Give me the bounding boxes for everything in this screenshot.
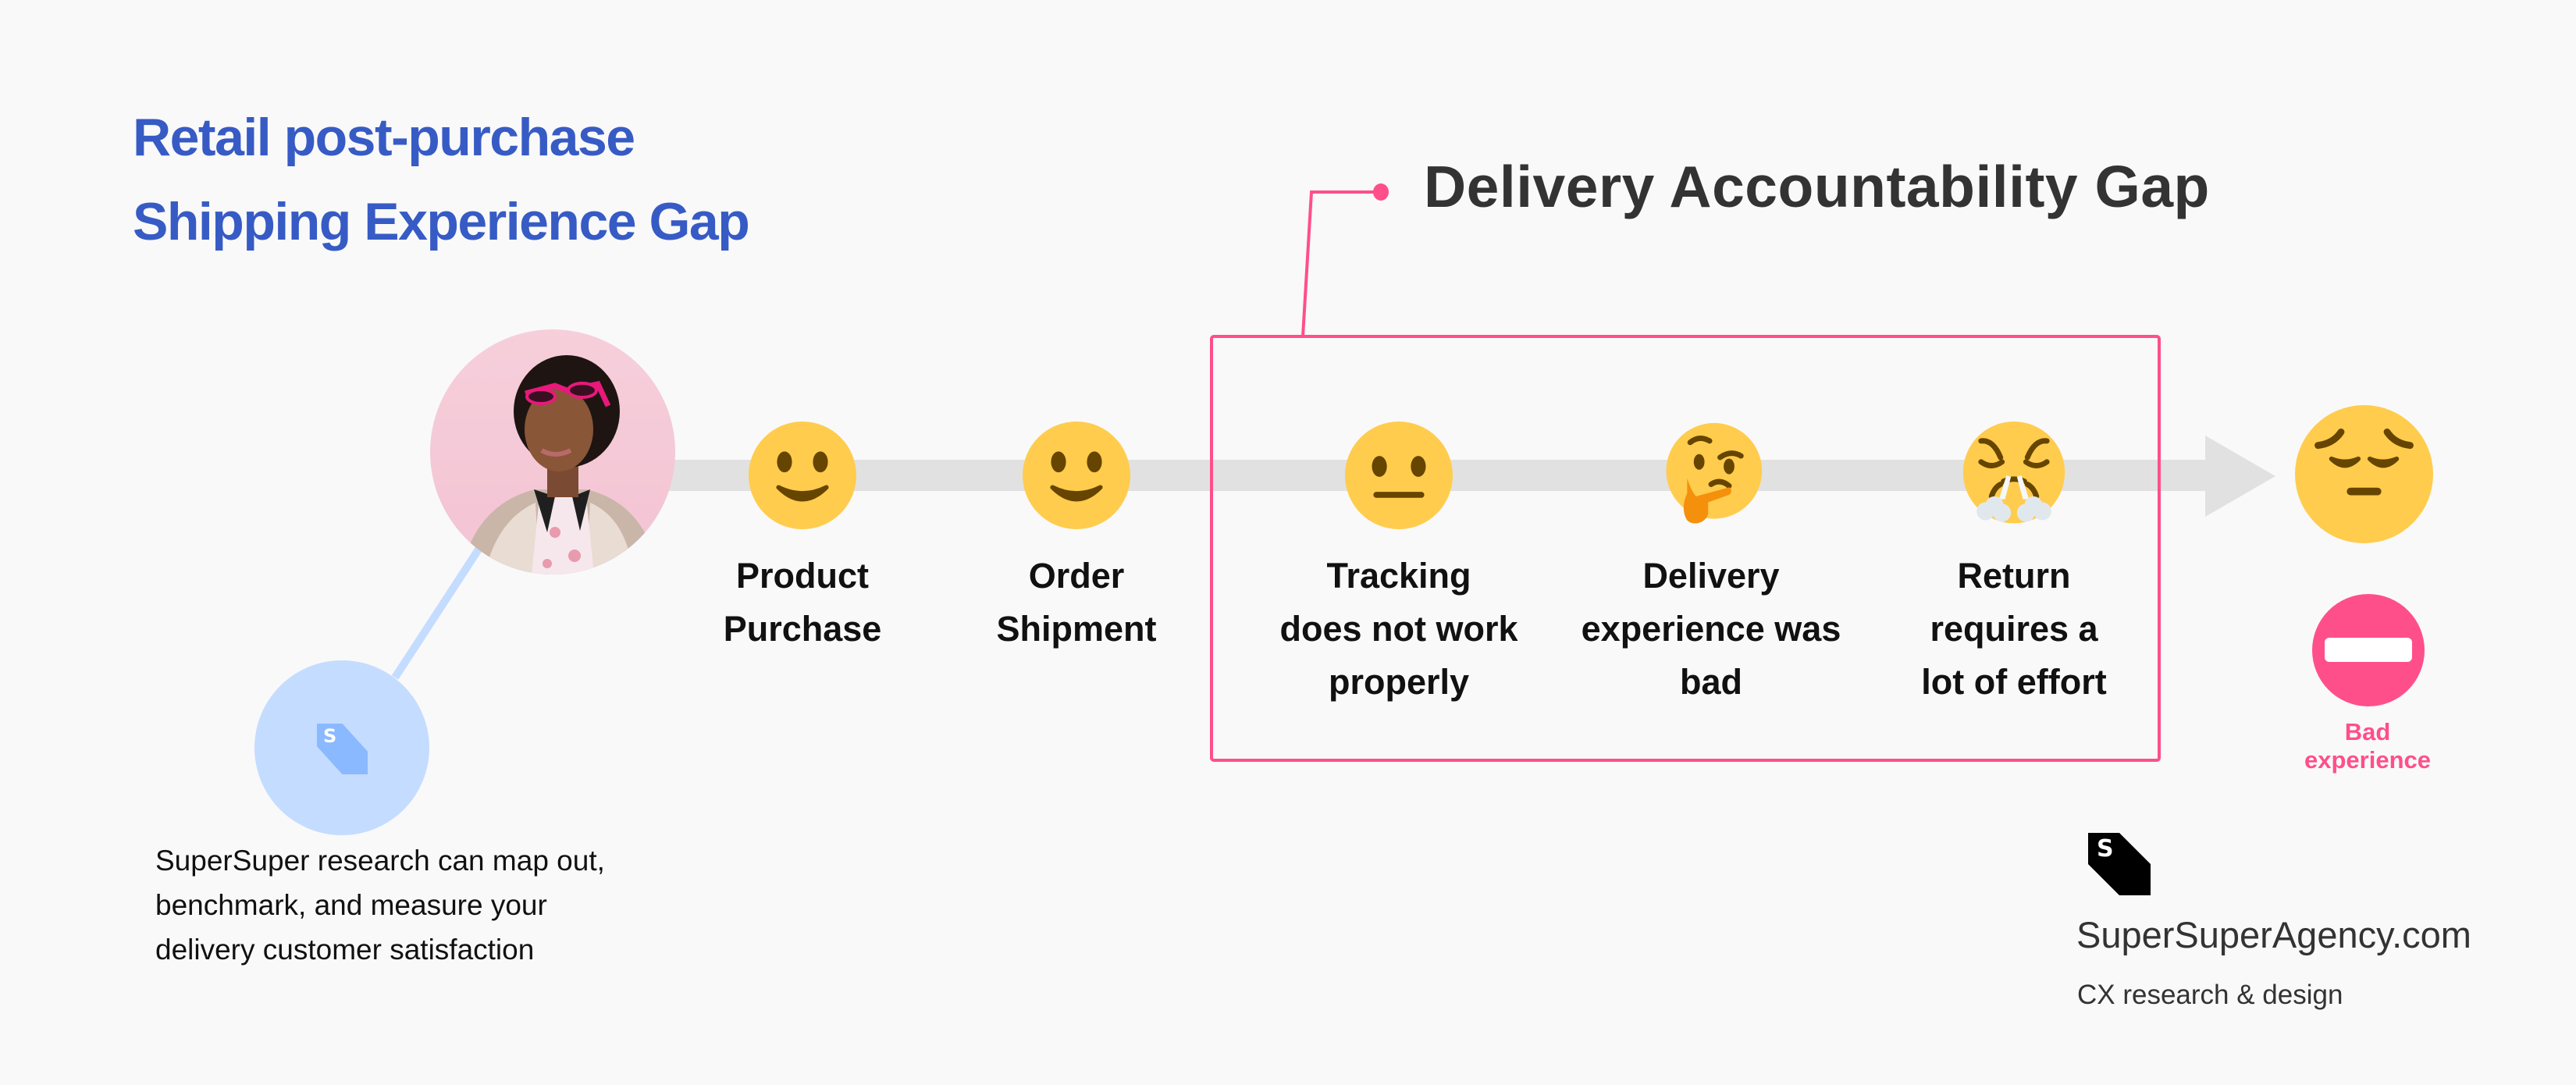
page-title-line2: Shipping Experience Gap — [133, 192, 750, 251]
timeline-arrow-head — [2205, 436, 2275, 517]
pensive-face-icon — [2295, 405, 2433, 543]
no-entry-icon — [2312, 594, 2425, 706]
step-label: Product Purchase — [723, 556, 882, 649]
research-connector-line — [391, 536, 489, 680]
neutral-face-icon — [1345, 422, 1453, 529]
logo-letter: S — [323, 725, 337, 747]
bad-experience-label: Bad experience — [2290, 718, 2446, 774]
step-label: Order Shipment — [996, 556, 1157, 649]
gap-highlight-box — [1210, 335, 2161, 762]
research-badge: S — [254, 660, 429, 835]
customer-photo-icon — [461, 355, 656, 575]
gap-callout-dot — [1373, 183, 1389, 201]
step-label: Tracking does not work properly — [1279, 556, 1518, 702]
supersuper-agency-logo-icon: S — [2088, 833, 2151, 895]
bad-experience-line1: Bad — [2344, 718, 2391, 745]
face-with-steam-icon — [1962, 422, 2065, 524]
brand-url-link[interactable]: SuperSuperAgency.com — [2076, 914, 2471, 955]
research-line: delivery customer satisfaction — [155, 934, 535, 966]
supersuper-logo-icon: S — [317, 724, 368, 774]
page-title: Retail post-purchase Shipping Experience… — [133, 95, 750, 264]
logo-letter: S — [2097, 835, 2114, 863]
slightly-smiling-face-icon — [1023, 422, 1130, 529]
brand-tagline: CX research & design — [2077, 980, 2343, 1010]
gap-callout-line — [1301, 190, 1375, 337]
research-line: benchmark, and measure your — [155, 889, 547, 921]
slightly-smiling-face-icon — [749, 422, 856, 529]
step-label: Delivery experience was bad — [1581, 556, 1841, 702]
no-entry-bar — [2325, 638, 2412, 662]
research-line: SuperSuper research can map out, — [155, 845, 605, 877]
step-label: Return requires a lot of effort — [1921, 556, 2107, 702]
customer-avatar — [430, 329, 675, 575]
bad-experience-line2: experience — [2304, 746, 2431, 774]
page-title-line1: Retail post-purchase — [133, 108, 635, 167]
gap-title: Delivery Accountability Gap — [1424, 154, 2210, 219]
research-description: SuperSuper research can map out, benchma… — [155, 838, 717, 972]
thinking-face-icon — [1666, 422, 1763, 524]
